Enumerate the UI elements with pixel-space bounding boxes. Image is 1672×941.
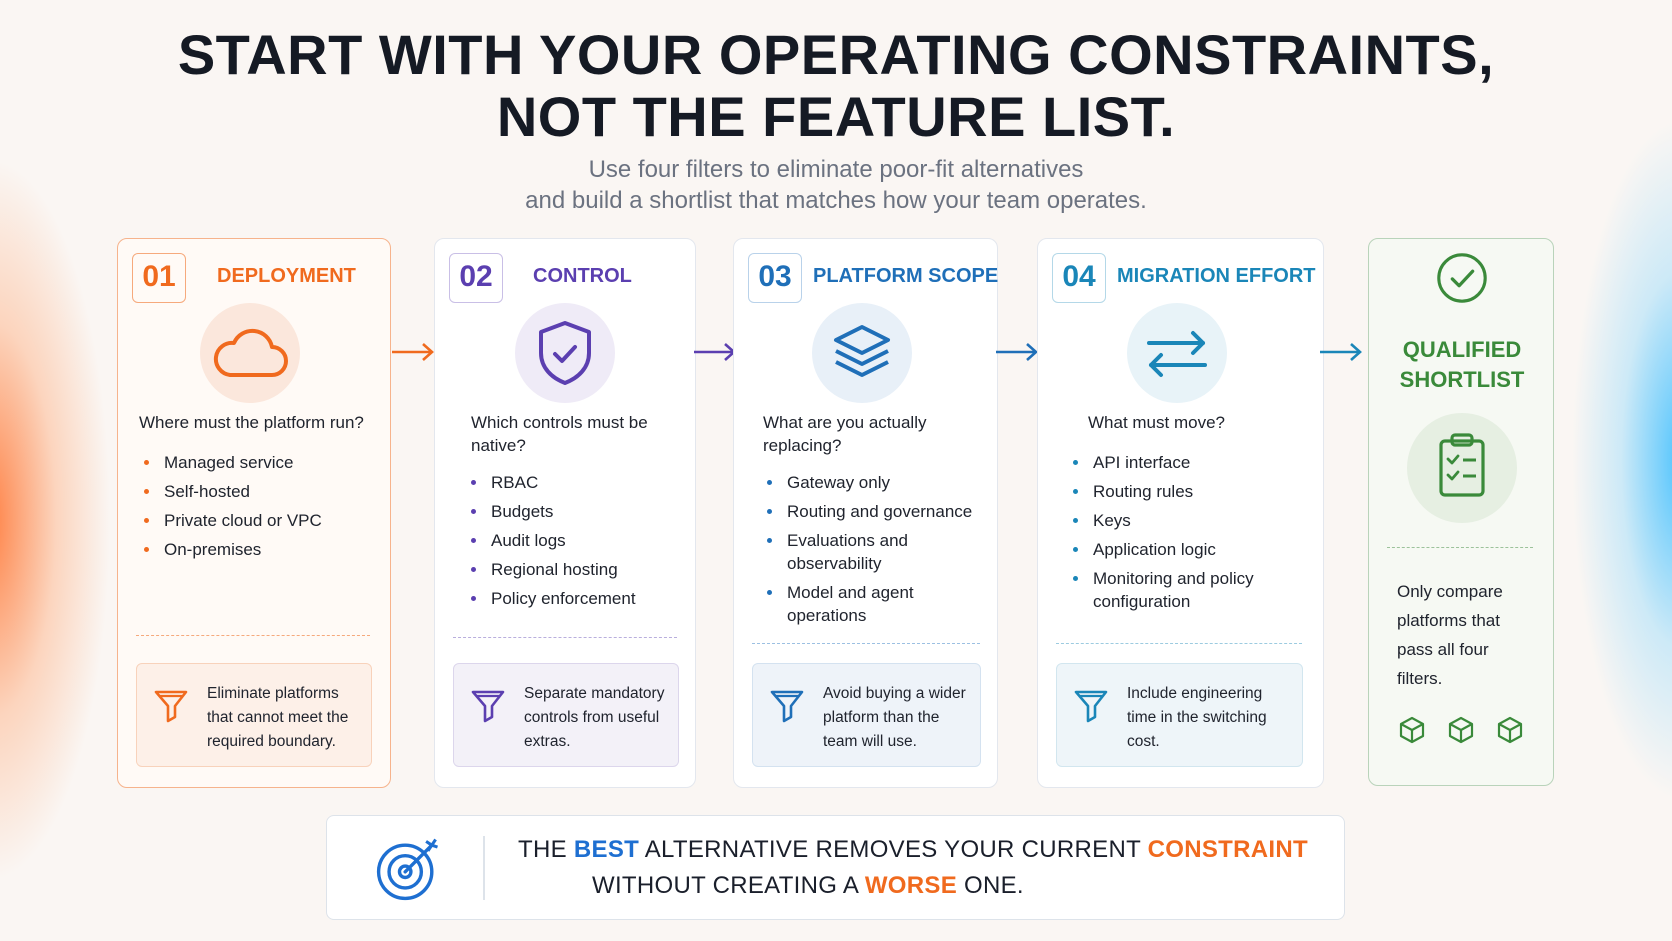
dashed-divider bbox=[453, 637, 677, 638]
step-bullets: RBAC Budgets Audit logs Regional hosting… bbox=[467, 471, 687, 616]
list-item: Policy enforcement bbox=[467, 587, 687, 610]
list-item: Gateway only bbox=[763, 471, 993, 494]
step-note-text: Avoid buying a wider platform than the t… bbox=[823, 685, 966, 750]
banner-text: WITHOUT CREATING A bbox=[592, 872, 865, 899]
list-item: Monitoring and policy configuration bbox=[1069, 567, 1279, 613]
list-item: Private cloud or VPC bbox=[140, 509, 380, 532]
list-item: Keys bbox=[1069, 509, 1309, 532]
step-question: What must move? bbox=[1088, 413, 1225, 432]
step-note: Include engineering time in the switchin… bbox=[1056, 663, 1303, 767]
list-item: Routing and governance bbox=[763, 500, 993, 523]
step-label: PLATFORM SCOPE bbox=[813, 265, 999, 287]
list-item: Evaluations and observability bbox=[763, 529, 933, 575]
dashed-divider bbox=[136, 635, 370, 636]
swap-arrows-icon bbox=[1127, 303, 1227, 403]
list-item: Managed service bbox=[140, 451, 380, 474]
step-question: Where must the platform run? bbox=[139, 413, 364, 432]
step-bullets: Managed service Self-hosted Private clou… bbox=[140, 451, 380, 567]
step-bullets: API interface Routing rules Keys Applica… bbox=[1069, 451, 1309, 619]
cube-icon bbox=[1497, 716, 1523, 744]
step-card-platform-scope: 03 PLATFORM SCOPE What are you actually … bbox=[733, 238, 998, 788]
subtitle-line-1: Use four filters to eliminate poor-fit a… bbox=[588, 156, 1084, 183]
list-item: Routing rules bbox=[1069, 480, 1309, 503]
step-label: CONTROL bbox=[533, 265, 632, 287]
target-icon bbox=[376, 838, 438, 901]
page-title: START WITH YOUR OPERATING CONSTRAINTS, N… bbox=[0, 24, 1672, 148]
step-note: Eliminate platforms that cannot meet the… bbox=[136, 663, 372, 767]
takeaway-banner: THE BEST ALTERNATIVE REMOVES YOUR CURREN… bbox=[326, 815, 1345, 920]
banner-line-1: THE BEST ALTERNATIVE REMOVES YOUR CURREN… bbox=[518, 834, 1308, 866]
dashed-divider bbox=[1056, 643, 1302, 644]
vertical-divider bbox=[483, 836, 485, 900]
step-number: 04 bbox=[1052, 253, 1106, 303]
arrow-right-icon bbox=[692, 338, 738, 366]
step-question: Which controls must be native? bbox=[471, 413, 648, 455]
step-number: 02 bbox=[449, 253, 503, 303]
dashed-divider bbox=[752, 643, 980, 644]
step-note-text: Eliminate platforms that cannot meet the… bbox=[207, 685, 349, 750]
final-title: QUALIFIED SHORTLIST bbox=[1369, 335, 1555, 395]
banner-highlight-best: BEST bbox=[573, 836, 640, 863]
check-circle-icon bbox=[1437, 253, 1487, 303]
filter-funnel-icon bbox=[770, 690, 804, 723]
step-card-control: 02 CONTROL Which controls must be native… bbox=[434, 238, 696, 788]
arrow-right-icon bbox=[994, 338, 1040, 366]
step-card-migration-effort: 04 MIGRATION EFFORT What must move? API … bbox=[1037, 238, 1324, 788]
dashed-divider bbox=[1387, 547, 1533, 548]
cube-icon bbox=[1399, 716, 1425, 744]
list-item: Budgets bbox=[467, 500, 687, 523]
banner-text: ONE. bbox=[957, 872, 1024, 899]
list-item: RBAC bbox=[467, 471, 687, 494]
arrow-right-icon bbox=[390, 338, 436, 366]
step-note-text: Include engineering time in the switchin… bbox=[1127, 685, 1267, 750]
cube-icon bbox=[1448, 716, 1474, 744]
list-item: On-premises bbox=[140, 538, 380, 561]
final-title-line-1: QUALIFIED bbox=[1402, 337, 1522, 362]
subtitle-line-2: and build a shortlist that matches how y… bbox=[525, 187, 1147, 214]
step-note: Avoid buying a wider platform than the t… bbox=[752, 663, 981, 767]
filter-funnel-icon bbox=[1074, 690, 1108, 723]
step-question: What are you actually replacing? bbox=[763, 413, 927, 455]
banner-line-2: WITHOUT CREATING A WORSE ONE. bbox=[592, 870, 1024, 902]
final-body: Only compare platforms that pass all fou… bbox=[1397, 582, 1503, 688]
final-title-line-2: SHORTLIST bbox=[1399, 367, 1525, 392]
step-number: 01 bbox=[132, 253, 186, 303]
page-subtitle: Use four filters to eliminate poor-fit a… bbox=[0, 154, 1672, 216]
banner-highlight-constraint: CONSTRAINT bbox=[1147, 836, 1308, 863]
clipboard-checklist-icon bbox=[1407, 413, 1517, 523]
title-line-2: NOT THE FEATURE LIST. bbox=[496, 85, 1176, 148]
layers-icon bbox=[812, 303, 912, 403]
banner-text: THE bbox=[518, 836, 574, 863]
step-note-text: Separate mandatory controls from useful … bbox=[524, 685, 665, 750]
filter-funnel-icon bbox=[154, 690, 188, 723]
step-note: Separate mandatory controls from useful … bbox=[453, 663, 679, 767]
list-item: Model and agent operations bbox=[763, 581, 943, 627]
step-label: DEPLOYMENT bbox=[217, 265, 356, 287]
arrow-right-icon bbox=[1318, 338, 1364, 366]
shield-check-icon bbox=[515, 303, 615, 403]
banner-highlight-worse: WORSE bbox=[864, 872, 958, 899]
step-number: 03 bbox=[748, 253, 802, 303]
list-item: Audit logs bbox=[467, 529, 687, 552]
filter-funnel-icon bbox=[471, 690, 505, 723]
step-label: MIGRATION EFFORT bbox=[1117, 265, 1316, 287]
list-item: Regional hosting bbox=[467, 558, 687, 581]
list-item: API interface bbox=[1069, 451, 1309, 474]
step-card-deployment: 01 DEPLOYMENT Where must the platform ru… bbox=[117, 238, 391, 788]
list-item: Application logic bbox=[1069, 538, 1309, 561]
qualified-shortlist-card: QUALIFIED SHORTLIST Only compare platfor… bbox=[1368, 238, 1554, 786]
list-item: Self-hosted bbox=[140, 480, 380, 503]
banner-text: ALTERNATIVE REMOVES YOUR CURRENT bbox=[639, 836, 1148, 863]
title-line-1: START WITH YOUR OPERATING CONSTRAINTS, bbox=[177, 23, 1495, 86]
step-bullets: Gateway only Routing and governance Eval… bbox=[763, 471, 993, 633]
cloud-icon bbox=[200, 303, 300, 403]
